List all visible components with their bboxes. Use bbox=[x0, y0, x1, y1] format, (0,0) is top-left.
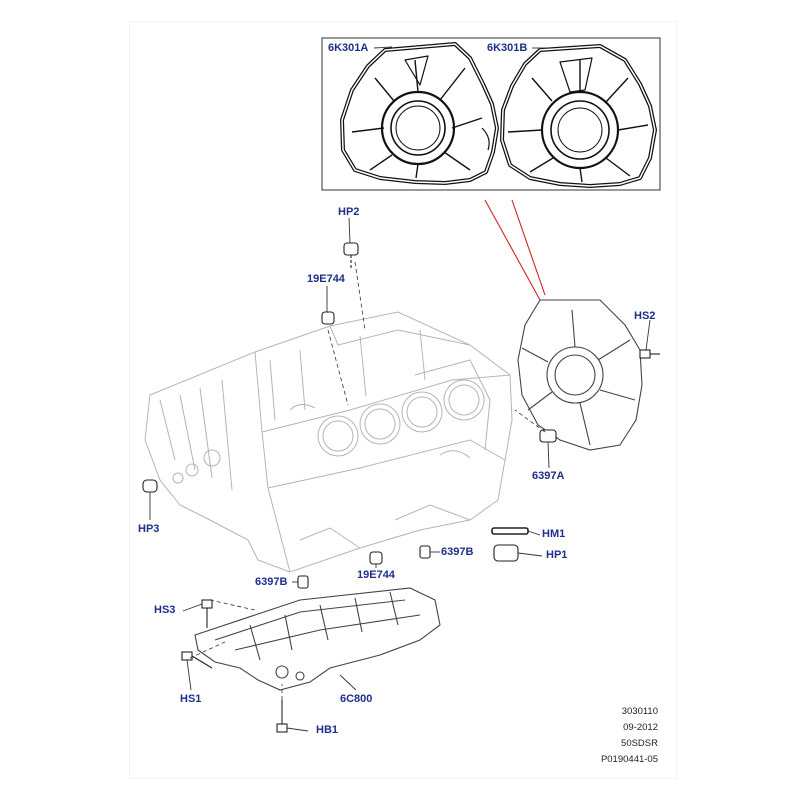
seal-hm1-icon bbox=[491, 527, 529, 535]
reference-line-2: 09-2012 bbox=[623, 722, 658, 733]
assembly-dashed-lines bbox=[189, 261, 546, 700]
callout-hs1: HS1 bbox=[180, 693, 202, 705]
callout-6c800: 6C800 bbox=[340, 693, 373, 705]
leader-lines bbox=[149, 46, 651, 732]
callout-6397a: 6397A bbox=[532, 470, 565, 482]
plug-19e744-bottom-icon bbox=[369, 551, 383, 565]
callout-hb1: HB1 bbox=[316, 724, 339, 736]
reference-line-1: 3030110 bbox=[621, 706, 658, 717]
callout-6397b-mid: 6397B bbox=[441, 546, 474, 558]
callout-hs3: HS3 bbox=[154, 604, 176, 616]
plug-6397b-left-icon bbox=[297, 575, 309, 589]
bolt-hs2-icon bbox=[639, 349, 660, 359]
rear-cover-installed-drawing bbox=[517, 299, 643, 451]
fasteners bbox=[142, 242, 660, 733]
callout-6k301a: 6K301A bbox=[328, 42, 369, 54]
plug-6397b-mid-icon bbox=[419, 545, 431, 559]
engine-block-drawing bbox=[144, 311, 513, 573]
plug-6397a-icon bbox=[539, 429, 557, 443]
callout-hp1: HP1 bbox=[546, 549, 568, 561]
reference-line-3: 50SDSR bbox=[621, 738, 658, 749]
callout-19e744-bottom: 19E744 bbox=[357, 569, 395, 581]
callout-hp2: HP2 bbox=[338, 206, 360, 218]
callout-6k301b: 6K301B bbox=[487, 42, 528, 54]
reference-line-4: P0190441-05 bbox=[600, 754, 658, 765]
callout-hm1: HM1 bbox=[542, 528, 566, 540]
plug-hp2-icon bbox=[343, 242, 359, 270]
red-pointer-lines bbox=[484, 199, 546, 301]
sump-6c800-drawing bbox=[194, 587, 441, 691]
callout-hp3: HP3 bbox=[138, 523, 160, 535]
bolt-hs3-icon bbox=[201, 599, 213, 628]
callout-hs2: HS2 bbox=[634, 310, 656, 322]
callout-19e744-top: 19E744 bbox=[307, 273, 345, 285]
rear-cover-6k301b-drawing bbox=[500, 44, 657, 188]
rear-cover-6k301a-drawing bbox=[340, 42, 499, 185]
plug-hp1-icon bbox=[493, 544, 519, 562]
callout-6397b-left: 6397B bbox=[255, 576, 288, 588]
bolt-hb1-icon bbox=[276, 700, 288, 733]
plug-hp3-icon bbox=[142, 479, 158, 493]
plug-19e744-top-icon bbox=[321, 311, 335, 325]
